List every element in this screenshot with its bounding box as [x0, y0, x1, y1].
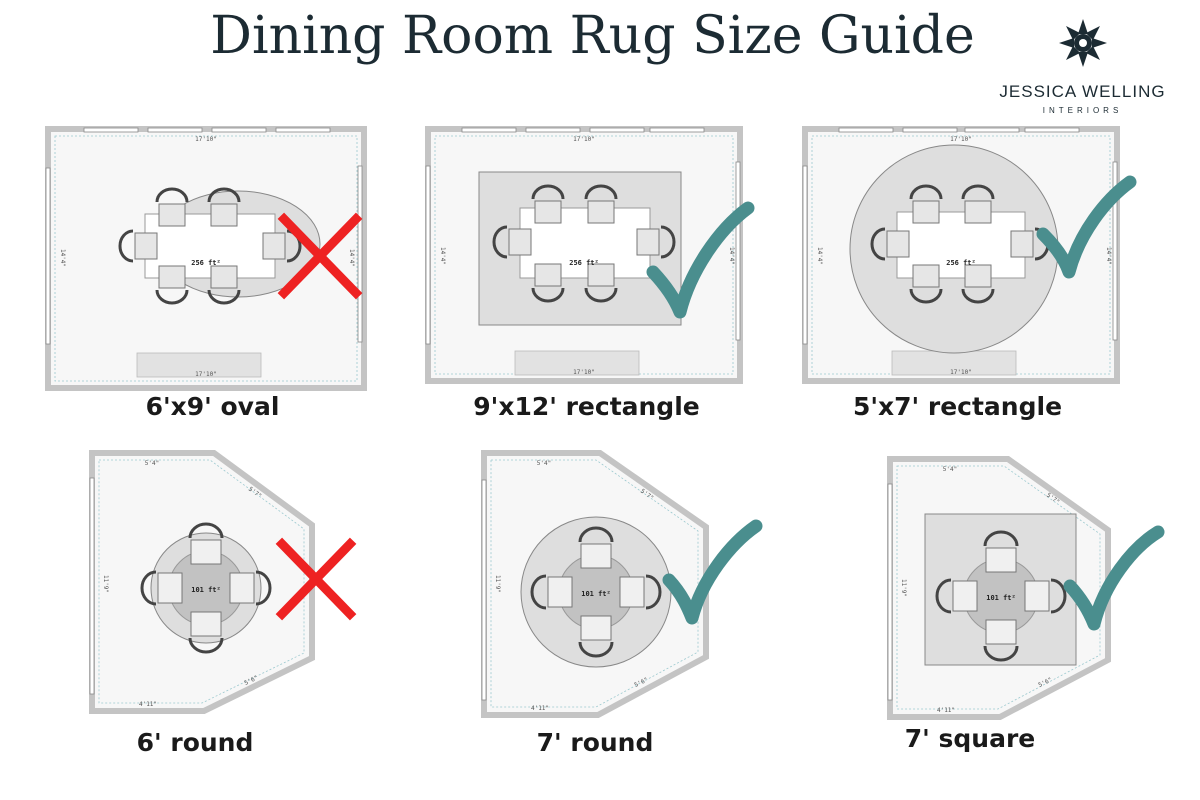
dim-label: 17'10": [573, 369, 595, 376]
caption-oval: 6'x9' oval: [145, 392, 280, 421]
chairs: [870, 184, 1050, 304]
layout-rectangle-small: 17'10" 17'10" 14'4" 14'4" 256 ft²: [802, 126, 1137, 384]
check-icon: [1036, 175, 1137, 279]
area-label: 256 ft²: [946, 259, 976, 267]
check-icon: [646, 201, 755, 319]
layout-rectangle-large: 17'10" 17'10" 14'4" 14'4" 256 ft²: [425, 126, 755, 384]
logo-subtitle: INTERIORS: [1042, 106, 1123, 115]
layout-round-small: 5'4" 5'7" 11'9" 4'11" 5'6" 101 ft²: [89, 450, 357, 714]
layout-round-large: 5'4" 5'7" 11'9" 4'11" 5'6" 101 ft²: [481, 450, 763, 718]
dim-label: 11'9": [102, 575, 109, 593]
dim-label: 4'11": [937, 707, 955, 714]
caption-rectangle-large: 9'x12' rectangle: [473, 392, 700, 421]
windows: [802, 127, 1118, 345]
chairs: [118, 187, 302, 305]
dim-label: 17'10": [950, 369, 972, 376]
starburst-icon: [1059, 19, 1107, 67]
dim-label: 17'10": [573, 136, 595, 143]
windows: [425, 127, 741, 345]
dim-label: 17'10": [950, 136, 972, 143]
chairs: [140, 522, 272, 654]
area-label: 101 ft²: [191, 586, 221, 594]
dim-label: 4'11": [139, 701, 157, 708]
dim-label: 14'4": [728, 247, 735, 265]
chairs: [492, 184, 676, 303]
dim-label: 5'4": [537, 460, 551, 467]
dim-label: 14'4": [1105, 247, 1112, 265]
caption-rectangle-small: 5'x7' rectangle: [852, 392, 1063, 421]
check-icon: [1063, 525, 1165, 631]
sideboard: [891, 350, 1017, 376]
dim-label: 14'4": [59, 249, 66, 267]
windows: [45, 127, 363, 345]
layout-oval: 17'10" 17'10" 14'4" 14'4" 256 ft²: [45, 126, 367, 391]
caption-round-small: 6' round: [136, 728, 254, 757]
check-icon: [662, 519, 763, 625]
dim-label: 5'4": [145, 460, 159, 467]
area-label: 101 ft²: [581, 590, 611, 598]
dim-label: 14'4": [816, 247, 823, 265]
window: [481, 479, 487, 701]
chairs: [935, 530, 1067, 662]
layout-square: 5'4" 5'7" 11'9" 4'11" 5'6" 101 ft²: [887, 456, 1165, 720]
logo-name: JESSICA WELLING: [999, 82, 1166, 101]
dim-label: 14'4": [439, 247, 446, 265]
window: [887, 483, 893, 701]
dim-label: 11'9": [900, 579, 907, 597]
area-label: 256 ft²: [191, 259, 221, 267]
dim-label: 17'10": [195, 371, 217, 378]
caption-round-large: 7' round: [536, 728, 654, 757]
brand-logo: JESSICA WELLING INTERIORS: [990, 18, 1175, 118]
dim-label: 4'11": [531, 705, 549, 712]
dim-label: 11'9": [494, 575, 501, 593]
cross-icon: [277, 212, 363, 300]
page-title: Dining Room Rug Size Guide: [210, 6, 975, 66]
area-label: 101 ft²: [986, 594, 1016, 602]
chairs: [530, 526, 662, 658]
cross-icon: [275, 537, 357, 621]
area-label: 256 ft²: [569, 259, 599, 267]
sideboard: [136, 352, 262, 378]
window: [89, 477, 95, 695]
dim-label: 5'4": [943, 466, 957, 473]
caption-square: 7' square: [904, 724, 1036, 753]
sideboard: [514, 350, 640, 376]
dim-label: 17'10": [195, 136, 217, 143]
dim-label: 14'4": [348, 249, 355, 267]
